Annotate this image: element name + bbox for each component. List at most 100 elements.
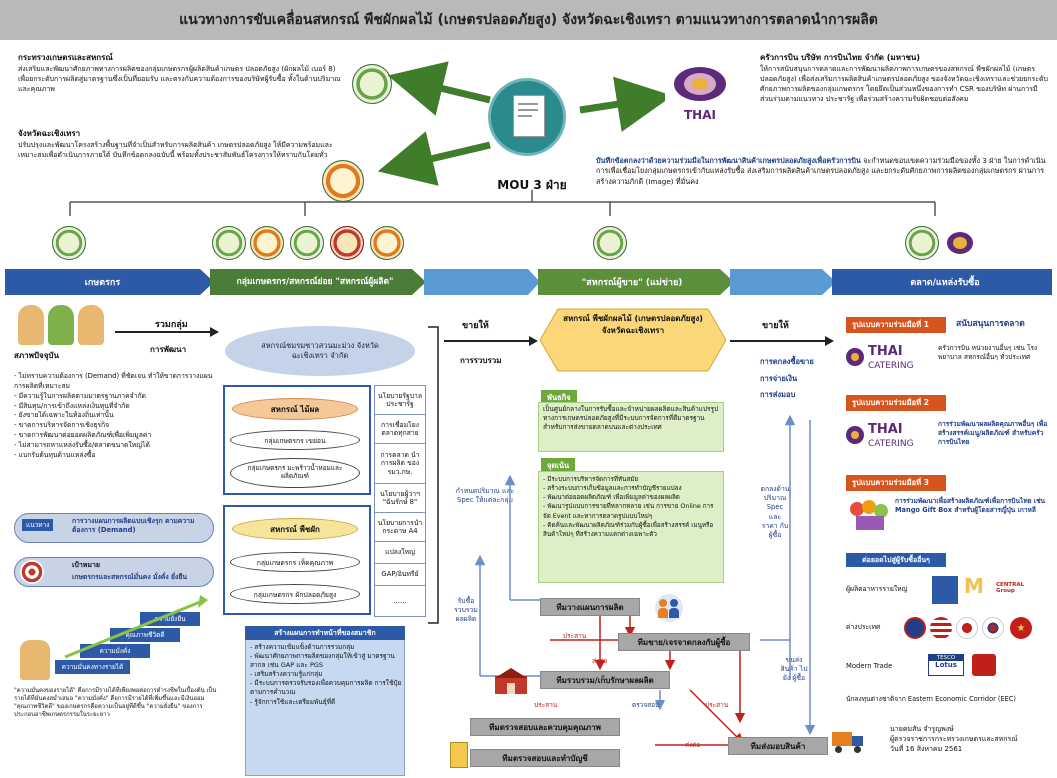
stair-2: ความมั่งคั่ง	[80, 644, 150, 658]
model-3-tag: รูปแบบความร่วมมือที่ 3	[846, 475, 946, 491]
team-people-icon	[655, 594, 683, 622]
goal-pill	[14, 557, 214, 587]
agree-text: ตกลงด้าน ปริมาณ Spec และ ราคา กับผู้ซื้อ	[760, 485, 790, 539]
signature-position: ผู้ตรวจราชการกระทรวงเกษตรและสหกรณ์	[890, 734, 1018, 743]
farmer-figure-icon	[48, 305, 74, 345]
lotus-text: Lotus	[935, 661, 957, 669]
model-1-title: สนับสนุนการตลาด	[956, 319, 1025, 329]
buy-text: รับซื้อ รวบรวม ผลผลิต	[454, 597, 478, 624]
group-seal-logo-4	[330, 226, 364, 260]
status-item: - ไม่สามารถหาแหล่งรับซื้อ/ตลาดขนาดใหญ่ได…	[14, 440, 150, 449]
sell-arrow	[444, 336, 538, 346]
province-text: ปรับปรุงและพัฒนาโครงสร้างพื้นฐานที่จำเป็…	[18, 140, 333, 159]
support-cell: การเชื่อมโยงตลาดทุกสาย	[375, 415, 425, 444]
coord-label: ประสาน	[705, 701, 729, 709]
us-flag-icon	[930, 617, 952, 639]
contract-line: การตกลงซื้อขาย	[760, 357, 814, 366]
qc-team-node: ทีมตรวจสอบและควบคุมคุณภาพ	[470, 718, 620, 736]
focus-item: - สร้างระบบการเก็บข้อมูลและการทำบัญชีราย…	[543, 485, 682, 493]
develop-label: การพัฒนา	[150, 345, 187, 354]
ministry-block: กระทรวงเกษตรและสหกรณ์ ส่งเสริมและพัฒนาศั…	[18, 52, 348, 94]
status-item: - ยังขายได้เฉพาะในท้องถิ่นเท่านั้น	[14, 411, 114, 420]
farmer-figure-icon	[18, 305, 44, 345]
focus-item: - มีระบบการบริหารจัดการที่ทันสมัย	[543, 476, 639, 483]
status-item: - ขาดการบริหารจัดการเชิงธุรกิจ	[14, 421, 110, 430]
mou-summary: บันทึกข้อตกลงว่าด้วยความร่วมมือในการพัฒน…	[596, 156, 1051, 187]
thai-airways-logo: THAI	[668, 64, 732, 122]
member-plan-list: - สร้างความเข้มแข็งด้านการรวมกลุ่ม - พัฒ…	[250, 643, 402, 707]
signature-block: นายคมสัน จำรูญพงษ์ ผู้ตรวจราชการกระทรวงเ…	[890, 725, 1018, 754]
deliver-text: ขนส่ง สินค้า ไปยัง ผู้ซื้อ	[780, 656, 808, 683]
seller-seal-logo	[593, 226, 627, 260]
mou-summary-text: จะกำหนดขอบเขตความร่วมมือของทั้ง 3 ฝ่าย ใ…	[596, 156, 1046, 186]
group-seal-logo-3	[290, 226, 324, 260]
korea-flag-icon	[982, 617, 1004, 639]
support-cell: นโยบายผู้ว่าฯ "ฉันรักษ์ 8"	[375, 484, 425, 513]
status-item: - แบกรับต้นทุนด้านแหล่งซื้อ	[14, 450, 96, 459]
sell-to-seller-label: ขายให้	[462, 321, 489, 331]
seller-hexagon	[539, 308, 727, 372]
target-icon	[20, 560, 44, 584]
thai-logo-text: THAI	[684, 108, 716, 122]
building-icon	[932, 576, 958, 604]
expand-title: ต่อยอดไปสู่ผู้รับซื้ออื่นๆ	[846, 553, 946, 567]
farmers-seal-logo	[52, 226, 86, 260]
truck-icon	[832, 728, 864, 754]
china-flag-icon: ★	[1010, 617, 1032, 639]
status-list: - ไม่ทราบความต้องการ (Demand) ที่ชัดเจน …	[14, 372, 214, 461]
thai-airways-block: ครัวการบิน บริษัท การบินไทย จำกัด (มหาชน…	[760, 52, 1050, 104]
gift-box-icon	[850, 498, 890, 532]
column-market: ตลาด/แหล่งรับซื้อ	[910, 278, 980, 288]
member-plan-item: - รู้จักการใช้และเตรียมพันธุ์ที่ดี	[250, 697, 336, 706]
ministry-title: กระทรวงเกษตรและสหกรณ์	[18, 53, 113, 62]
calculator-icon	[450, 742, 468, 768]
contract-line: การส่งมอบ	[760, 390, 796, 399]
thai-catering-logo-2: THAI CATERING	[846, 420, 932, 454]
fruit-coop-title: สหกรณ์ ไม้ผล	[232, 398, 358, 420]
coord-label: ประสาน	[534, 701, 558, 709]
collect-team-node: ทีมรวบรวม/เก็บรักษาผลผลิต	[540, 671, 670, 689]
group-seal-logo-2	[250, 226, 284, 260]
page-title: แนวทางการขับเคลื่อนสหกรณ์ พืชผักผลไม้ (เ…	[0, 0, 1057, 40]
tesco-lotus-logo: TESCO Lotus	[928, 654, 964, 676]
tesco-text: TESCO	[929, 655, 963, 661]
member-plan-item: - เสริมสร้างความรู้แก่กลุ่ม	[250, 670, 323, 679]
province-seal-logo	[322, 160, 364, 202]
japan-flag-icon	[956, 617, 978, 639]
column-group: กลุ่มเกษตรกร/สหกรณ์ย่อย "สหกรณ์ผู้ผลิต"	[236, 276, 394, 287]
arrow-to-ministry	[387, 61, 491, 116]
central-logo: CENTRAL Group	[996, 582, 1025, 595]
coord-label: ประสาน	[563, 632, 587, 640]
catering-bottom-text: CATERING	[868, 361, 914, 371]
veg-coop-title: สหกรณ์ พืชผัก	[232, 518, 358, 540]
mou-label: MOU 3 ฝ่าย	[497, 178, 567, 192]
expand-item-foreign: ต่างประเทศ	[846, 623, 881, 631]
mango-coop-ellipse: สหกรณ์ชมรมชาวสวนมะม่วง จังหวัดฉะเชิงเทรา…	[225, 326, 415, 376]
uk-flag-icon	[904, 617, 926, 639]
farmer-figure-icon	[78, 305, 104, 345]
support-cell: ......	[393, 596, 407, 605]
veg-group-1: กลุ่มเกษตรกร เห็ดคุณภาพ	[230, 552, 360, 572]
growth-arrow	[64, 595, 208, 659]
send-label: ส่งต่อ	[685, 741, 701, 749]
expand-item-food: ผู้ผลิตอาหารรายใหญ่	[846, 585, 908, 593]
ministry-text: ส่งเสริมและพัฒนาศักยภาพทางการผลิตของกลุ่…	[18, 64, 341, 93]
gather-label: รวมกลุ่ม	[155, 320, 188, 330]
thai-catering-logo-1: THAI CATERING	[846, 342, 932, 376]
arrow-to-province	[377, 131, 491, 186]
send-label: ส่งต่อ	[592, 657, 608, 665]
column-header-band	[5, 269, 1052, 295]
expand-item-eec: นักลงทุนต่างชาติจาก Eastern Economic Cor…	[846, 695, 1016, 703]
support-cell: นโยบายรัฐบาล ประชารัฐ	[375, 386, 425, 415]
status-item: - มีสินทุน/การเข้าถึงแหล่งเงินทุนที่จำกั…	[14, 401, 130, 410]
seller-coop-name: สหกรณ์ พืชผักผลไม้ (เกษตรปลอดภัยสูง) จัง…	[563, 314, 703, 335]
stair-1: ความมั่นคงทางรายได้	[55, 660, 130, 674]
thai-airways-title: ครัวการบิน บริษัท การบินไทย จำกัด (มหาชน…	[760, 53, 921, 62]
group-seal-logo-5	[370, 226, 404, 260]
plan-tag: แนวทาง	[22, 519, 54, 531]
status-item: - มีความรู้ในการผลิตตามมาตรฐานภาคจำกัด	[14, 391, 146, 400]
sales-team-node: ทีมขาย/เจรจาตกลงกับผู้ซื้อ	[618, 633, 750, 651]
mou-document-icon	[488, 78, 566, 156]
veg-group-2: กลุ่มเกษตรกร ผักปลอดภัยสูง	[230, 584, 360, 604]
catering-top-text: THAI	[868, 422, 903, 437]
